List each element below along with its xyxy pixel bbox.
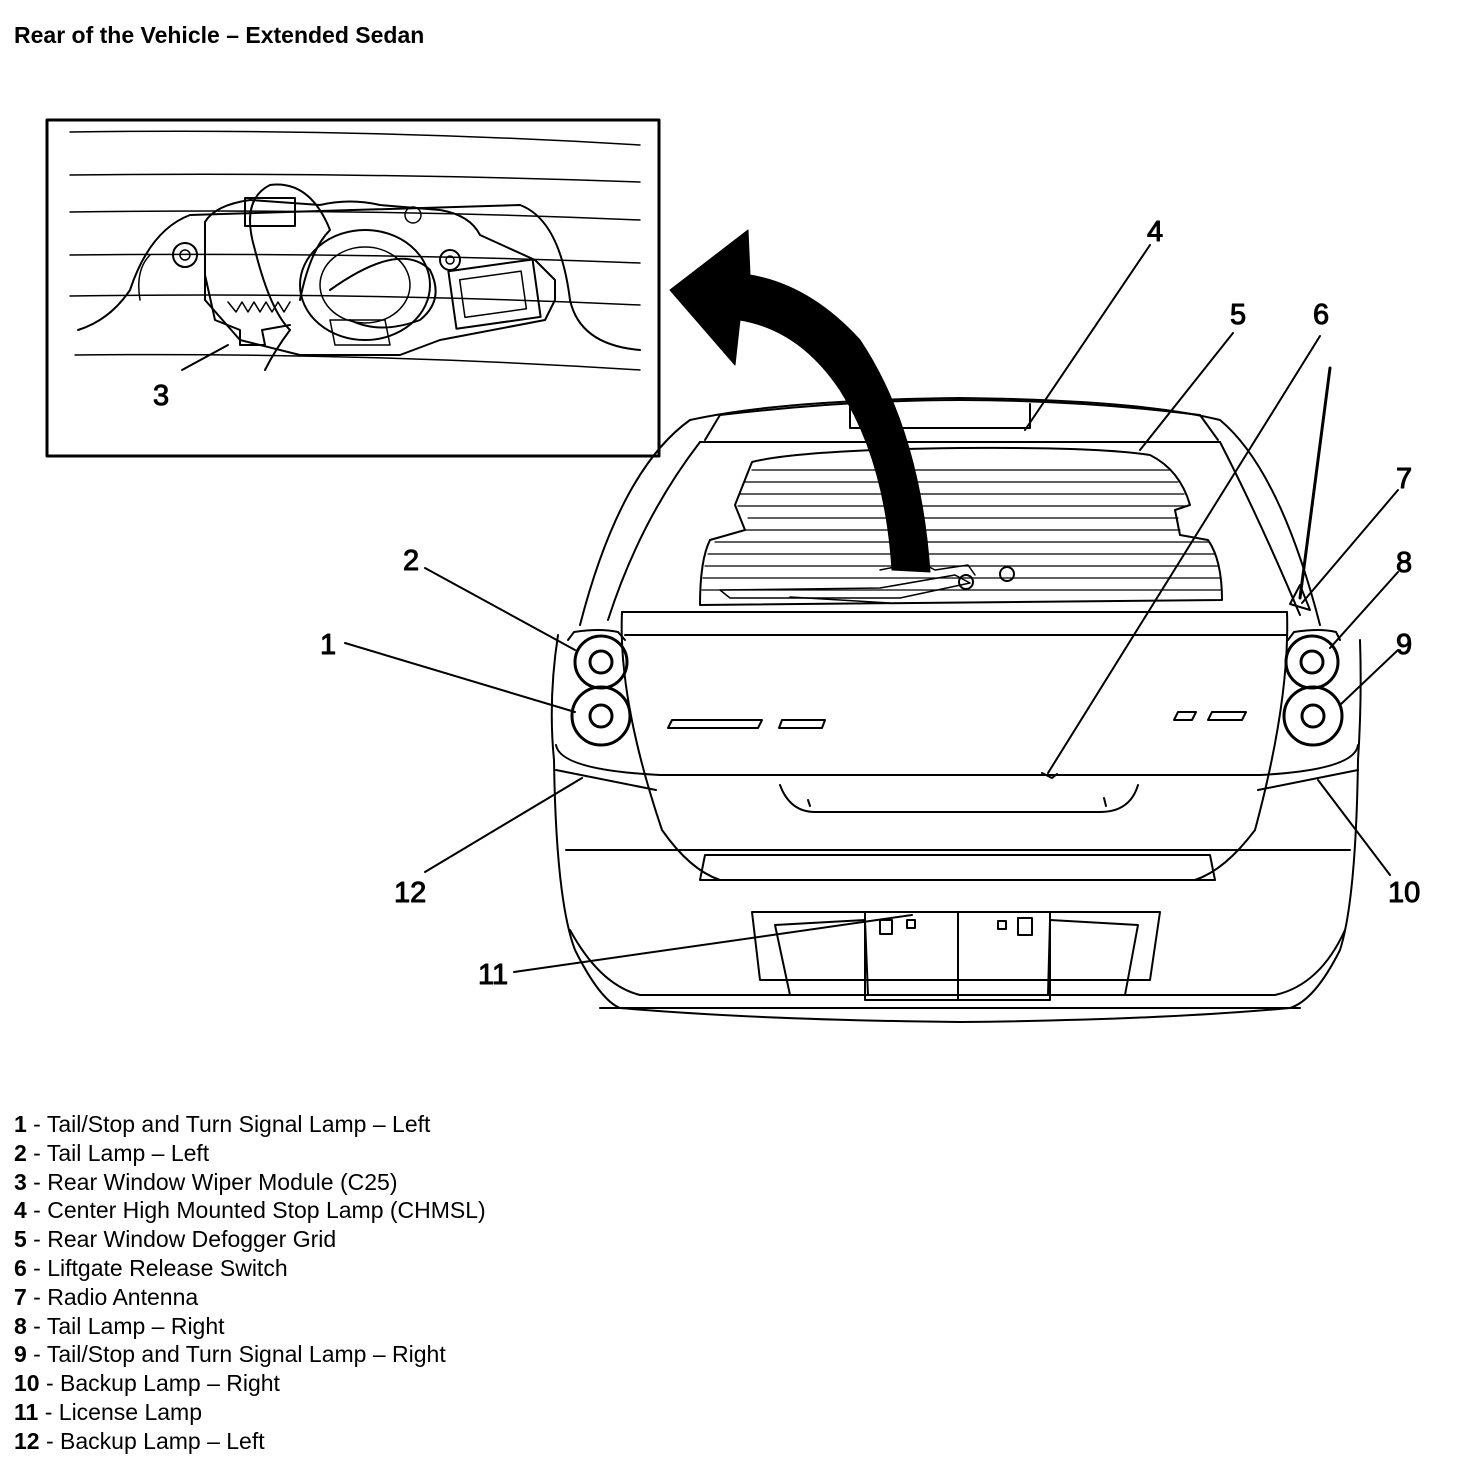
legend-item: 9 - Tail/Stop and Turn Signal Lamp – Rig…	[14, 1341, 446, 1368]
parts-legend: 1 - Tail/Stop and Turn Signal Lamp – Lef…	[14, 1110, 486, 1456]
legend-item: 5 - Rear Window Defogger Grid	[14, 1226, 337, 1253]
leader-lines	[181, 244, 1399, 973]
legend-item: 10 - Backup Lamp – Right	[14, 1370, 280, 1397]
vehicle-body	[550, 366, 1362, 1023]
tail-stop-turn-lamp-left	[570, 685, 632, 747]
legend-item: 4 - Center High Mounted Stop Lamp (CHMSL…	[14, 1197, 486, 1224]
callout-12: 12	[394, 877, 426, 909]
legend-item: 11 - License Lamp	[14, 1398, 202, 1425]
legend-item: 7 - Radio Antenna	[14, 1283, 199, 1310]
legend-item: 12 - Backup Lamp – Left	[14, 1427, 265, 1454]
diagram-title: Rear of the Vehicle – Extended Sedan	[14, 22, 425, 48]
callout-6: 6	[1313, 299, 1329, 331]
legend-item: 8 - Tail Lamp – Right	[14, 1312, 225, 1339]
legend-item: 6 - Liftgate Release Switch	[14, 1254, 288, 1281]
callout-2: 2	[403, 545, 419, 577]
legend-item: 2 - Tail Lamp – Left	[14, 1139, 210, 1166]
legend-item: 3 - Rear Window Wiper Module (C25)	[14, 1168, 398, 1195]
tail-stop-turn-lamp-right	[1282, 685, 1344, 747]
callout-3: 3	[153, 380, 169, 412]
callout-4: 4	[1147, 216, 1163, 248]
detail-arrow	[669, 229, 931, 573]
callout-11: 11	[478, 959, 508, 991]
tail-lamp-left	[573, 634, 629, 690]
callout-9: 9	[1396, 629, 1412, 661]
callout-8: 8	[1396, 547, 1412, 579]
callout-10: 10	[1388, 877, 1420, 909]
vehicle-rear-illustration: 1 2 3 4 5 6 7 8 9 10 11 12	[45, 118, 1421, 1023]
callout-5: 5	[1230, 299, 1246, 331]
callout-7: 7	[1396, 463, 1412, 495]
wiper-module-inset	[45, 118, 661, 458]
legend-item: 1 - Tail/Stop and Turn Signal Lamp – Lef…	[14, 1111, 431, 1137]
tail-lamp-right	[1284, 634, 1340, 690]
callout-1: 1	[320, 629, 336, 661]
lamps	[570, 634, 1344, 747]
callout-numbers: 1 2 3 4 5 6 7 8 9 10 11 12	[153, 216, 1421, 992]
